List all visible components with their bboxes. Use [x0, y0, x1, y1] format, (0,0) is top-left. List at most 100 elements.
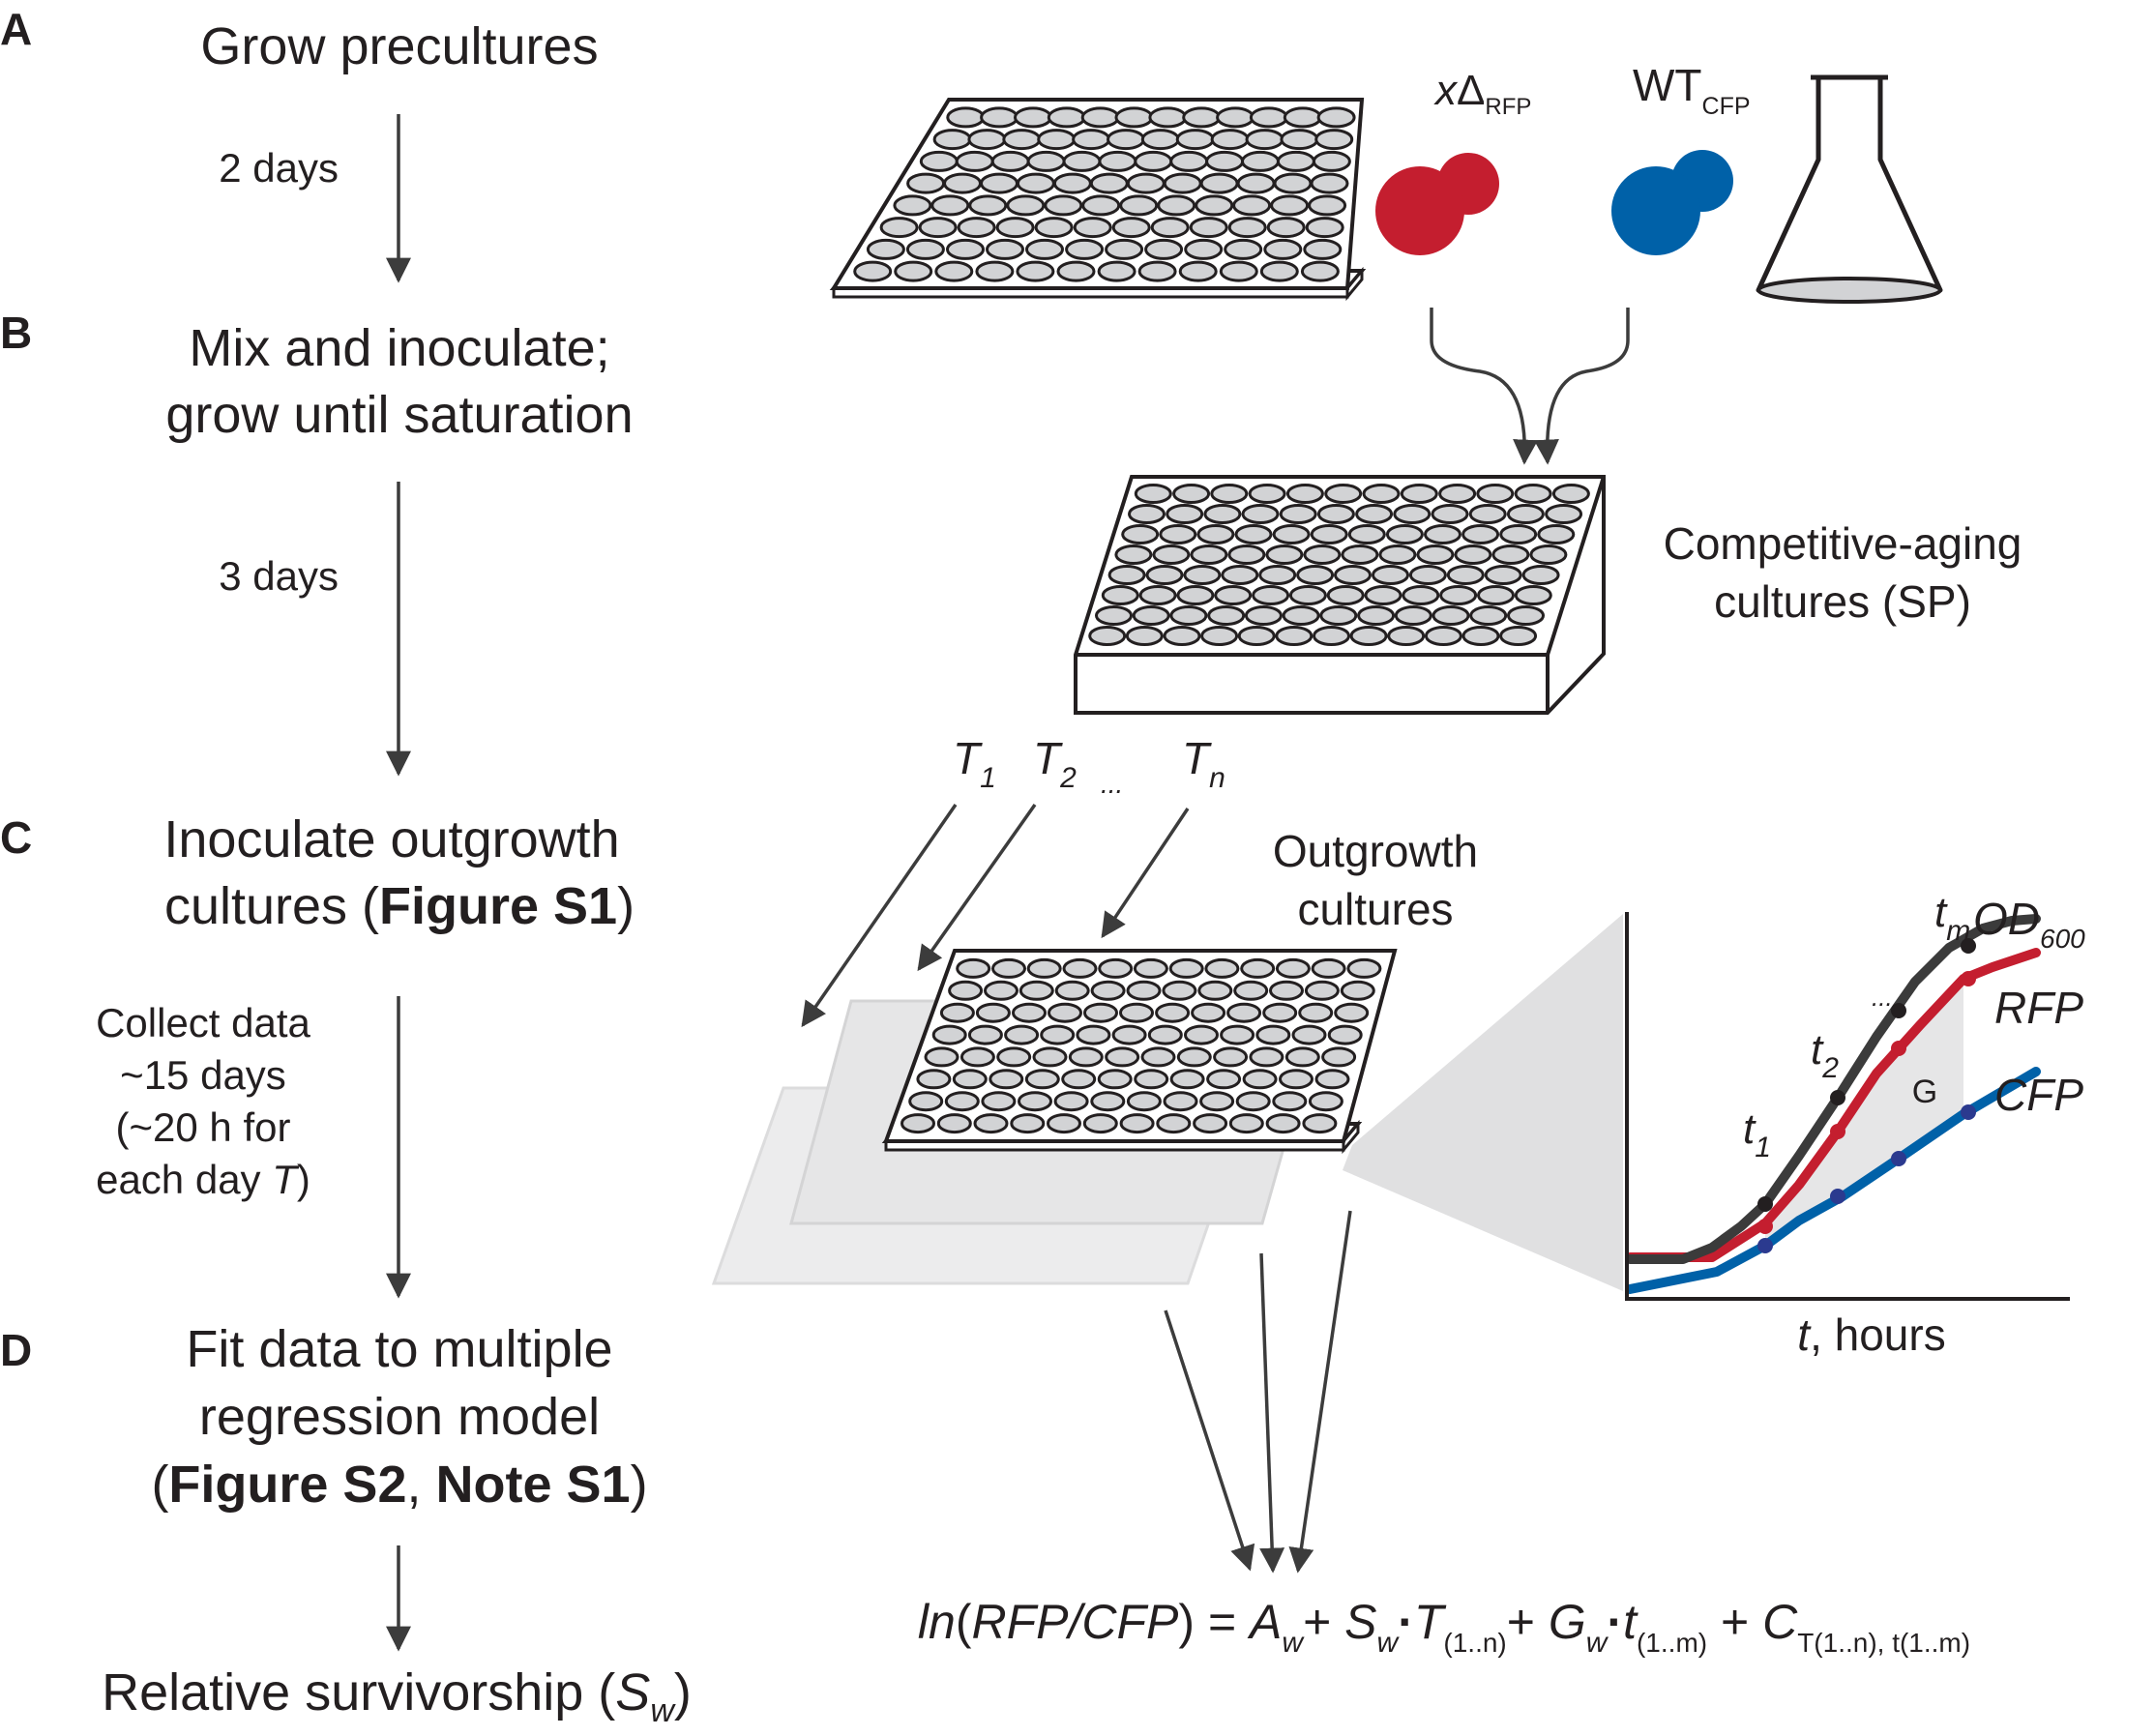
result-relative-survivorship: Relative survivorship (Sw) — [102, 1663, 692, 1729]
timepoint-t1: T1 — [953, 733, 996, 794]
well — [1226, 1002, 1262, 1023]
well — [1432, 605, 1470, 626]
well — [1393, 504, 1432, 524]
well — [1089, 172, 1129, 194]
step-c-line2: cultures (Figure S1) — [164, 877, 635, 935]
well — [1308, 1091, 1343, 1112]
well — [1163, 1091, 1198, 1112]
well — [900, 1113, 935, 1134]
well — [932, 129, 972, 151]
timepoint-t2: T2 — [1033, 733, 1077, 794]
zoom-projection — [1343, 914, 1623, 1291]
well — [1052, 172, 1092, 194]
well — [1032, 1046, 1068, 1068]
well — [1010, 1113, 1046, 1134]
well — [1140, 1046, 1176, 1068]
duration-c-to-d-line2: ~15 days — [120, 1052, 286, 1098]
well — [1137, 260, 1177, 282]
well — [1265, 1113, 1301, 1134]
well — [991, 957, 1026, 979]
well — [1175, 129, 1215, 151]
arrow-timepoint-tn — [1101, 808, 1190, 939]
well — [1228, 1113, 1264, 1134]
well — [1545, 504, 1583, 524]
well — [1514, 585, 1552, 605]
well — [908, 1091, 944, 1112]
well — [1321, 1046, 1357, 1068]
well — [1468, 504, 1507, 524]
well — [924, 1046, 959, 1068]
well — [1097, 260, 1137, 282]
well — [957, 217, 996, 239]
well — [1316, 504, 1355, 524]
outgrowth-plate-label-line2: cultures — [1297, 884, 1453, 934]
well — [1197, 980, 1233, 1001]
well — [1346, 957, 1382, 979]
well — [1105, 1046, 1140, 1068]
well — [1387, 626, 1426, 646]
well — [1241, 504, 1280, 524]
well — [1506, 504, 1545, 524]
well — [1004, 1024, 1040, 1045]
growth-curve-chart: t, hours OD600 RFP CFP G t1 t2 ... tm — [1625, 889, 2085, 1360]
legend-od600: OD600 — [1973, 894, 2085, 954]
well — [1018, 1091, 1052, 1112]
well — [1266, 217, 1306, 239]
well — [1227, 217, 1267, 239]
well — [1529, 544, 1568, 565]
step-d-line2: regression model — [199, 1388, 600, 1446]
sample-points — [1757, 938, 1976, 1253]
mutant-strain-label: xΔRFP — [1433, 67, 1531, 120]
well — [1461, 524, 1500, 544]
well — [1072, 129, 1111, 151]
step-a-title: Grow precultures — [200, 17, 598, 75]
well — [1469, 605, 1508, 626]
well — [1147, 1024, 1183, 1045]
well — [1372, 565, 1409, 585]
sample-point — [1891, 1003, 1906, 1018]
well — [1056, 260, 1096, 282]
well — [1016, 260, 1055, 282]
well — [1446, 565, 1485, 585]
well — [1242, 1069, 1278, 1090]
well — [981, 1091, 1017, 1112]
well — [1248, 484, 1286, 504]
well — [1098, 150, 1137, 172]
well — [1324, 484, 1363, 504]
sample-point — [1830, 1124, 1845, 1139]
well — [959, 1046, 995, 1068]
well — [1157, 194, 1196, 217]
well — [1305, 217, 1344, 239]
well — [1438, 484, 1477, 504]
well — [967, 129, 1007, 151]
wildtype-strain-label: WTCFP — [1633, 60, 1751, 120]
well — [1258, 565, 1297, 585]
well — [1314, 129, 1354, 151]
well — [1126, 1091, 1162, 1112]
well — [1068, 1046, 1104, 1068]
well — [1304, 980, 1340, 1001]
arrow-outgrowth-to-equation-3 — [1288, 1210, 1352, 1574]
well — [967, 1024, 1003, 1045]
well — [1310, 172, 1349, 194]
well — [1184, 238, 1224, 260]
duration-c-to-d-line1: Collect data — [96, 1000, 310, 1045]
well — [1133, 957, 1168, 979]
well — [1302, 1113, 1338, 1134]
well — [1152, 544, 1191, 565]
step-c-line1: Inoculate outgrowth — [163, 810, 619, 868]
well — [1040, 1024, 1076, 1045]
well — [1378, 544, 1417, 565]
well — [1334, 1002, 1370, 1023]
well — [1431, 504, 1469, 524]
well — [1308, 194, 1347, 217]
well — [975, 260, 1015, 282]
well — [1224, 238, 1263, 260]
wildtype-strain-cells — [1611, 150, 1733, 255]
well — [1178, 260, 1218, 282]
sample-point — [1757, 1238, 1773, 1253]
gap-label-g: G — [1912, 1074, 1937, 1110]
well — [931, 1024, 967, 1045]
well — [975, 1002, 1011, 1023]
